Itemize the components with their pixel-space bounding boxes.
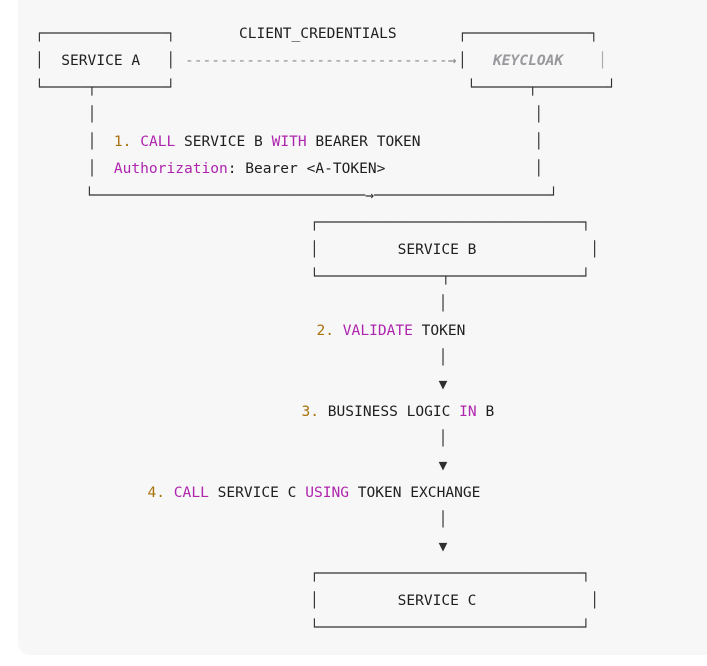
right-connector-bar-1: │ bbox=[534, 101, 543, 128]
step1-text-tail: BEARER TOKEN bbox=[306, 132, 421, 150]
auth-header-row: │ Authorization: Bearer <A-TOKEN> bbox=[88, 155, 386, 182]
service-a-box-right-bar: │ bbox=[166, 51, 176, 69]
flow-bar-3: │ bbox=[439, 425, 448, 452]
keycloak-box-left-bar: │ bbox=[458, 51, 467, 69]
flow-arrowhead-1: ▼ bbox=[439, 371, 448, 398]
service-b-label: SERVICE B bbox=[318, 240, 591, 258]
step4-text-tail: TOKEN EXCHANGE bbox=[348, 483, 481, 501]
step4-row: 4. CALL SERVICE C USING TOKEN EXCHANGE bbox=[148, 479, 481, 506]
step2-keyword-validate: VALIDATE bbox=[342, 321, 413, 339]
service-c-box-left-bar: │ bbox=[310, 591, 319, 609]
step3-text-tail: B bbox=[476, 402, 495, 420]
service-c-label: SERVICE C bbox=[318, 591, 591, 609]
dashed-arrow: ------------------------------→ bbox=[185, 51, 457, 69]
service-b-box-right-bar: │ bbox=[590, 240, 600, 258]
service-a-box-top-border: ┌──────────────┐ bbox=[35, 24, 176, 42]
service-b-box-bottom-border: └──────────────┬───────────────┘ bbox=[310, 267, 591, 285]
service-a-box-mid: │ SERVICE A │ bbox=[35, 47, 175, 74]
service-a-box-top: ┌──────────────┐ bbox=[35, 20, 175, 47]
bottom-connector-line: └───────────────────────────────→───────… bbox=[85, 182, 558, 209]
left-connector-bar-1: │ bbox=[88, 101, 97, 128]
right-connector-bar-3: │ bbox=[534, 155, 543, 182]
step4-number: 4. bbox=[147, 483, 166, 501]
connector-bar: │ bbox=[87, 105, 97, 123]
flow-bar-2: │ bbox=[439, 344, 448, 371]
spacer bbox=[96, 160, 114, 177]
auth-header-name: Authorization bbox=[113, 159, 228, 177]
step1-keyword-call: CALL bbox=[140, 132, 176, 150]
connector-bar: │ bbox=[87, 132, 97, 150]
service-a-box-left-bar: │ bbox=[35, 51, 44, 69]
service-b-box-mid: │ SERVICE B │ bbox=[310, 236, 599, 263]
step4-text: SERVICE C bbox=[208, 483, 306, 501]
flow-bar-4: │ bbox=[439, 506, 448, 533]
step4-keyword-using: USING bbox=[305, 483, 349, 501]
keycloak-box-bottom: └──────┬────────┘ bbox=[467, 74, 616, 101]
step2-number: 2. bbox=[316, 321, 335, 339]
flow-bar-1: │ bbox=[439, 290, 448, 317]
step1-text: SERVICE B bbox=[175, 132, 272, 150]
service-b-box-top: ┌──────────────────────────────┐ bbox=[310, 209, 590, 236]
keycloak-box-top: ┌──────────────┐ bbox=[458, 20, 598, 47]
connector-bar: │ bbox=[87, 159, 97, 177]
keycloak-label: KEYCLOAK bbox=[466, 51, 599, 69]
step2-row: 2. VALIDATE TOKEN bbox=[317, 317, 466, 344]
down-arrowhead-icon: ▼ bbox=[438, 537, 448, 555]
service-b-box-top-border: ┌──────────────────────────────┐ bbox=[310, 213, 591, 231]
service-c-box-right-bar: │ bbox=[590, 591, 600, 609]
down-arrowhead-icon: ▼ bbox=[438, 456, 448, 474]
spacer bbox=[334, 322, 343, 339]
service-c-box-bottom-border: └──────────────────────────────┘ bbox=[310, 618, 591, 636]
service-c-box-mid: │ SERVICE C │ bbox=[310, 587, 599, 614]
spacer bbox=[131, 133, 140, 150]
service-a-box-bottom-border: └─────┬────────┘ bbox=[35, 78, 176, 96]
step4-keyword-call: CALL bbox=[173, 483, 209, 501]
auth-header-value: : Bearer <A-TOKEN> bbox=[227, 159, 386, 177]
step1-row: │ 1. CALL SERVICE B WITH BEARER TOKEN bbox=[88, 128, 421, 155]
service-b-box-bottom: └──────────────┬───────────────┘ bbox=[310, 263, 590, 290]
service-a-box-bottom: └─────┬────────┘ bbox=[35, 74, 175, 101]
client-credentials-label: CLIENT_CREDENTIALS bbox=[239, 20, 397, 47]
keycloak-box-bottom-border: └──────┬────────┘ bbox=[467, 78, 616, 96]
flow-bar: │ bbox=[438, 348, 448, 366]
spacer bbox=[165, 484, 174, 501]
step1-keyword-with: WITH bbox=[271, 132, 307, 150]
flow-arrowhead-2: ▼ bbox=[439, 452, 448, 479]
spacer bbox=[96, 133, 114, 150]
flow-bar: │ bbox=[438, 294, 448, 312]
service-c-box-bottom: └──────────────────────────────┘ bbox=[310, 614, 590, 641]
flow-bar: │ bbox=[438, 429, 448, 447]
connector-bar: │ bbox=[534, 159, 544, 177]
down-arrowhead-icon: ▼ bbox=[438, 375, 448, 393]
client-credentials-text: CLIENT_CREDENTIALS bbox=[239, 24, 397, 42]
client-credentials-arrow: ------------------------------→ bbox=[185, 47, 457, 74]
service-c-box-top-border: ┌──────────────────────────────┐ bbox=[310, 564, 591, 582]
flow-bar: │ bbox=[438, 510, 448, 528]
keycloak-box-mid: │ KEYCLOAK │ bbox=[458, 47, 607, 74]
right-connector-bar-2: │ bbox=[534, 128, 543, 155]
step3-number: 3. bbox=[301, 402, 320, 420]
service-b-box-left-bar: │ bbox=[310, 240, 319, 258]
connector-bar: │ bbox=[534, 132, 544, 150]
keycloak-box-right-bar: │ bbox=[598, 51, 607, 69]
flow-arrowhead-3: ▼ bbox=[439, 533, 448, 560]
call-arrow-line: └───────────────────────────────→───────… bbox=[85, 186, 558, 204]
connector-bar: │ bbox=[534, 105, 544, 123]
content-panel bbox=[18, 0, 707, 655]
step2-text: TOKEN bbox=[412, 321, 466, 339]
step1-number: 1. bbox=[113, 132, 132, 150]
service-a-label: SERVICE A bbox=[43, 51, 167, 69]
step3-row: 3. BUSINESS LOGIC IN B bbox=[302, 398, 495, 425]
service-c-box-top: ┌──────────────────────────────┐ bbox=[310, 560, 590, 587]
step3-keyword-in: IN bbox=[459, 402, 477, 420]
step3-text: BUSINESS LOGIC bbox=[319, 402, 460, 420]
keycloak-box-top-border: ┌──────────────┐ bbox=[458, 24, 599, 42]
